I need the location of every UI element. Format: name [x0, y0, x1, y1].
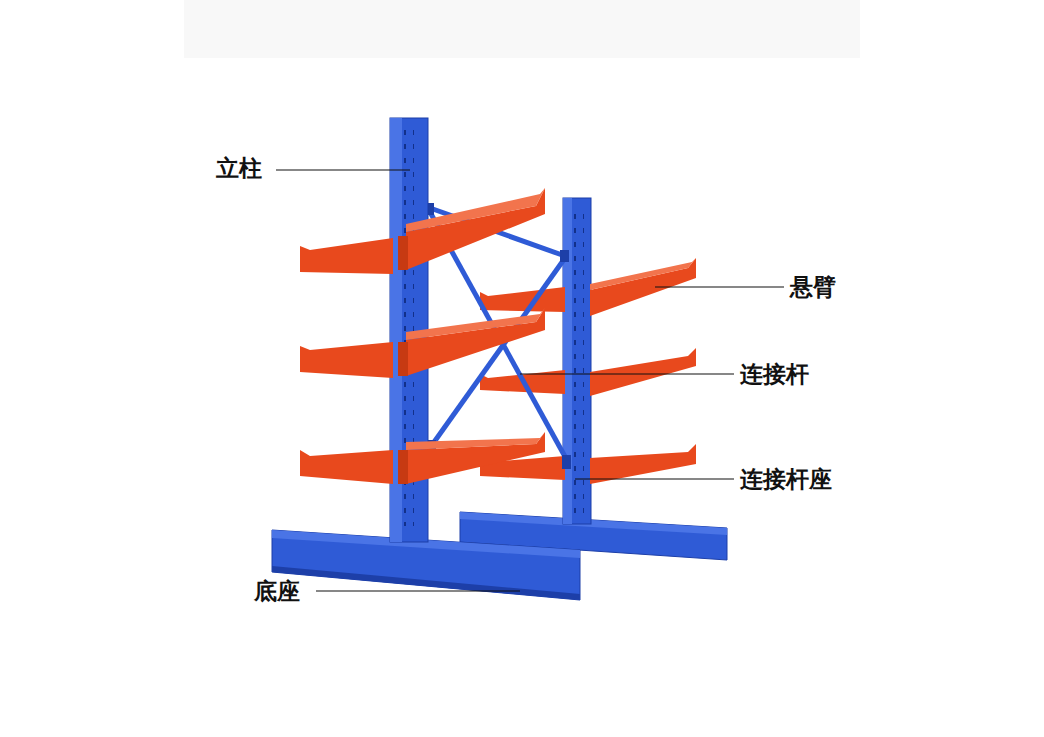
front-rack — [272, 118, 580, 600]
faint-background — [184, 0, 860, 58]
part-label: 连接杆 — [738, 361, 811, 386]
part-label: 底座 — [252, 578, 302, 603]
back-rack — [460, 198, 727, 560]
part-label: 连接杆座 — [738, 466, 834, 491]
leader-lines — [276, 170, 784, 591]
part-label: 悬臂 — [788, 274, 838, 299]
part-label: 立柱 — [214, 155, 264, 180]
